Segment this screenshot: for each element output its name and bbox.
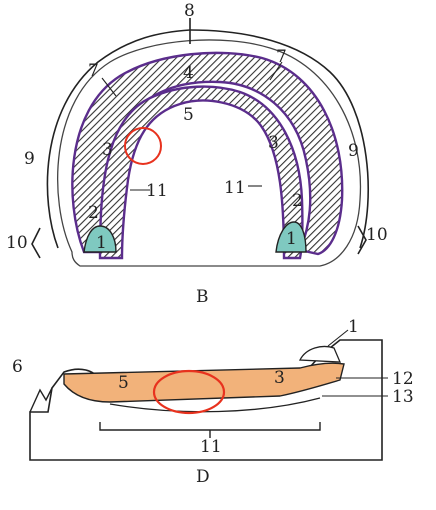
pad-right bbox=[275, 221, 307, 253]
label-4: 4 bbox=[183, 63, 194, 83]
bracket-right-9 bbox=[189, 29, 369, 249]
label-d-11: 11 bbox=[200, 437, 222, 457]
label-3-left: 3 bbox=[102, 140, 113, 160]
label-d-3: 3 bbox=[274, 368, 285, 388]
label-11-right: 11 bbox=[224, 178, 246, 198]
label-1-left: 1 bbox=[96, 233, 107, 253]
label-2-right: 2 bbox=[292, 191, 303, 211]
highlight-ellipse-bottom bbox=[152, 369, 226, 415]
label-7-right: 7 bbox=[276, 47, 287, 67]
label-d-13: 13 bbox=[392, 387, 414, 407]
label-8: 8 bbox=[184, 1, 195, 21]
top-arch-figure: 8 7 7 4 5 3 3 9 9 11 11 2 2 1 1 10 10 B bbox=[6, 1, 388, 307]
label-5: 5 bbox=[183, 105, 194, 125]
leader-1 bbox=[327, 329, 349, 347]
arch-base-outline bbox=[57, 39, 362, 267]
label-3-right: 3 bbox=[268, 133, 279, 153]
leader-7-left bbox=[101, 77, 117, 97]
label-11-left: 11 bbox=[146, 181, 168, 201]
caption-b: B bbox=[196, 287, 209, 307]
bracket-left-10 bbox=[31, 227, 41, 259]
label-1-right: 1 bbox=[286, 229, 297, 249]
label-9-right: 9 bbox=[348, 141, 359, 161]
label-2-left: 2 bbox=[88, 203, 99, 223]
caption-d: D bbox=[196, 467, 210, 487]
label-d-6: 6 bbox=[12, 357, 23, 377]
bracket-left-9 bbox=[46, 29, 191, 249]
label-10-left: 10 bbox=[6, 233, 28, 253]
label-10-right: 10 bbox=[366, 225, 388, 245]
label-d-1: 1 bbox=[348, 317, 359, 337]
label-d-5: 5 bbox=[118, 373, 129, 393]
bottom-section-figure: 1 6 5 3 12 13 11 D bbox=[12, 317, 414, 487]
notch-6 bbox=[29, 387, 53, 413]
bracket-right-10 bbox=[357, 225, 367, 255]
curve-13 bbox=[109, 397, 321, 413]
highlight-circle-top bbox=[124, 127, 162, 165]
pad-left bbox=[83, 225, 117, 253]
arch-inner-band bbox=[98, 85, 304, 260]
leader-7-right bbox=[269, 61, 283, 81]
pad-bump bbox=[298, 345, 342, 363]
label-d-12: 12 bbox=[392, 369, 414, 389]
label-9-left: 9 bbox=[24, 149, 35, 169]
bracket-11 bbox=[99, 422, 321, 438]
label-7-left: 7 bbox=[88, 61, 99, 81]
tissue-layer bbox=[63, 362, 345, 403]
